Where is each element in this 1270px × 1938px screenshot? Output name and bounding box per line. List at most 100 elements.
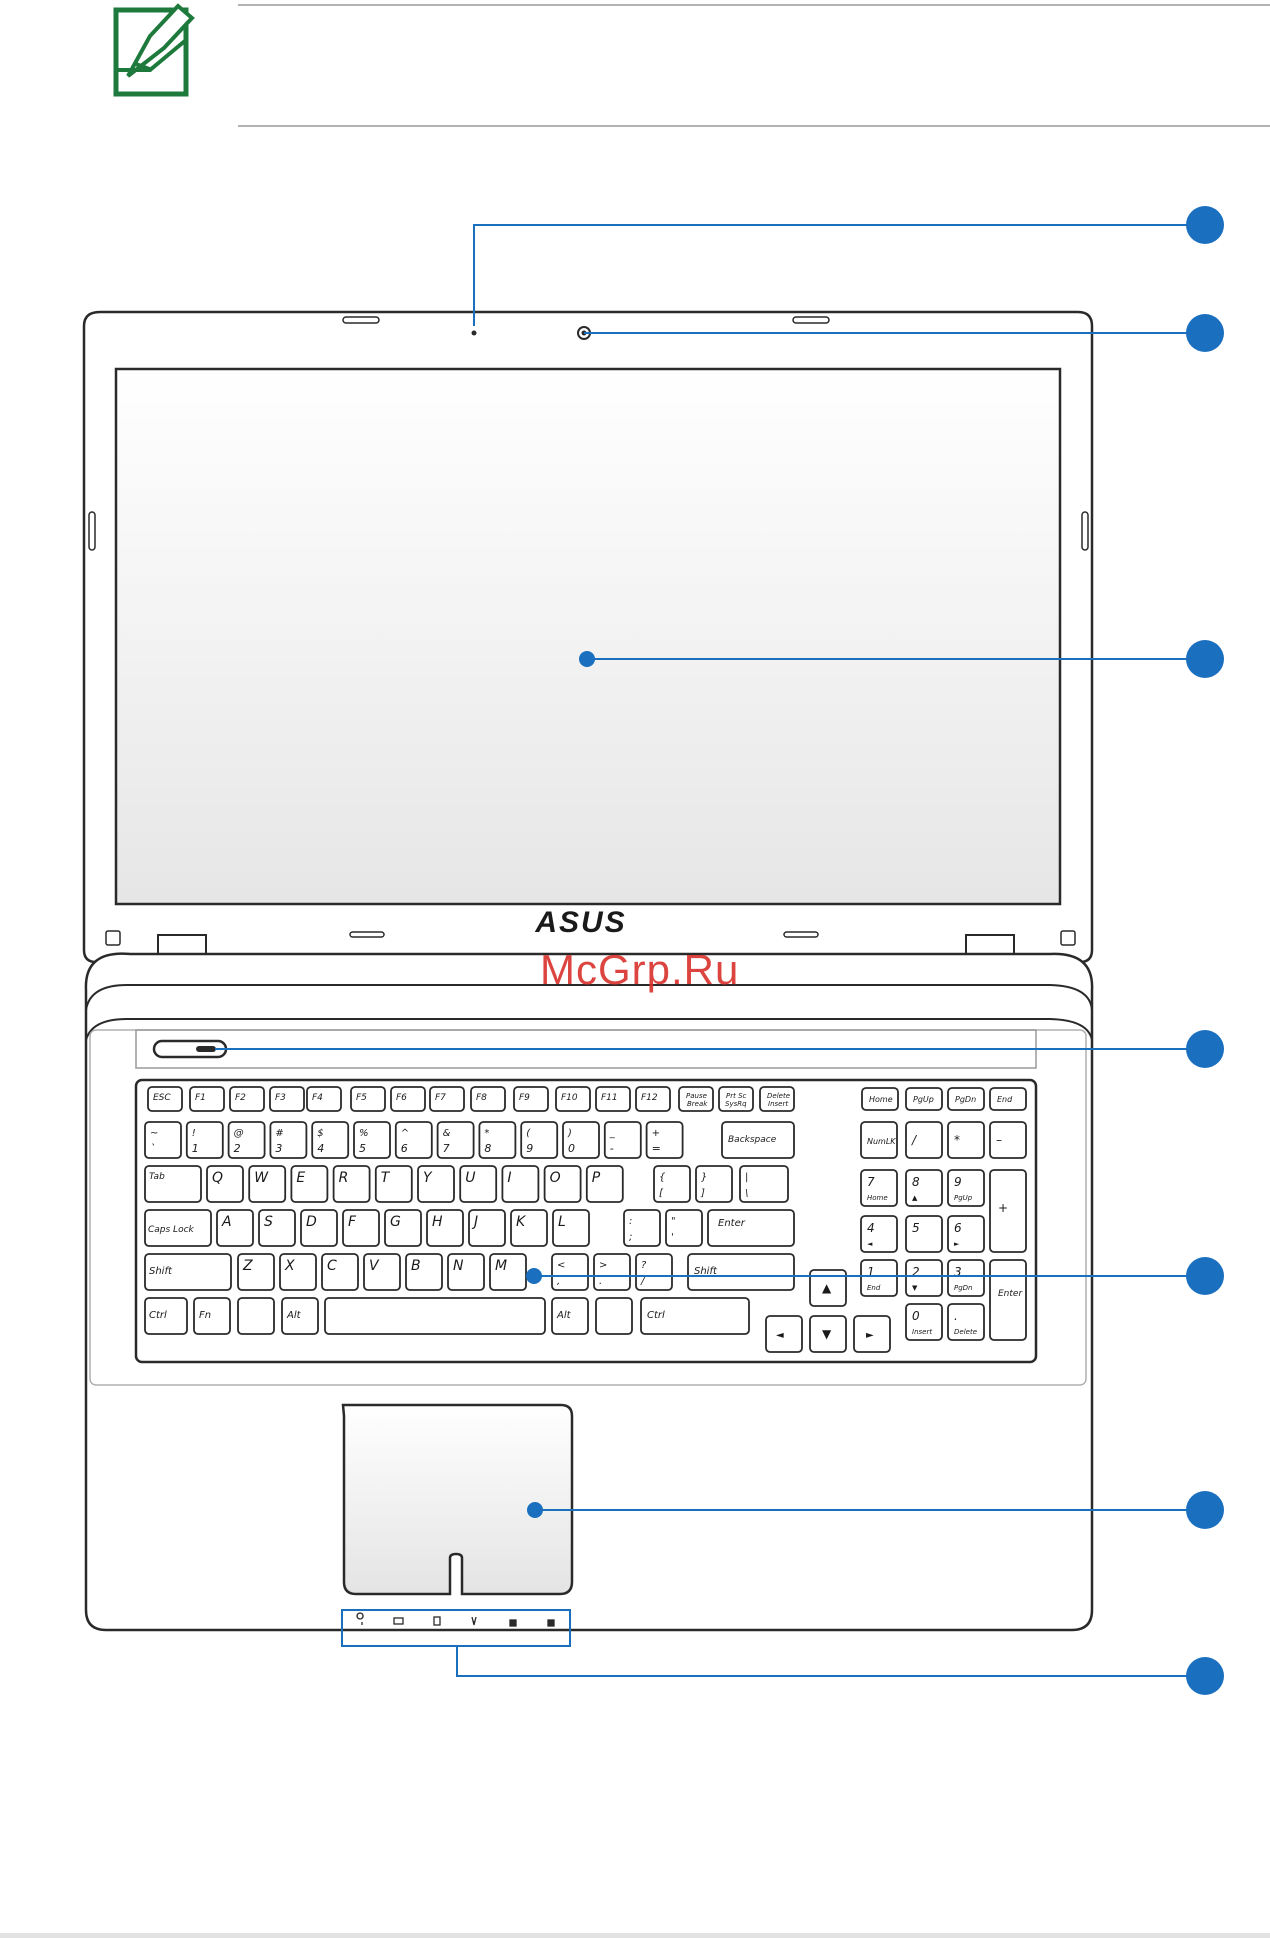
key-f8[interactable]: F8	[470, 1086, 506, 1112]
key-f5[interactable]: F5	[350, 1086, 386, 1112]
key-windows[interactable]	[237, 1297, 275, 1335]
key-shift-right[interactable]: Shift	[687, 1253, 795, 1291]
key-punct-1[interactable]: "'	[665, 1209, 703, 1247]
key-tab[interactable]: Tab	[144, 1165, 202, 1203]
key-f[interactable]: F	[342, 1209, 380, 1247]
key-punct-z-1[interactable]: >.	[593, 1253, 631, 1291]
key-number-10[interactable]: )0	[562, 1121, 600, 1159]
key-u[interactable]: U	[459, 1165, 498, 1203]
key-enter[interactable]: Enter	[707, 1209, 795, 1247]
key-f10[interactable]: F10	[555, 1086, 591, 1112]
key-number-3[interactable]: #3	[269, 1121, 308, 1159]
key-f3[interactable]: F3	[269, 1086, 305, 1112]
key-shift-left[interactable]: Shift	[144, 1253, 232, 1291]
key-number-1[interactable]: !1	[185, 1121, 224, 1159]
key-f4[interactable]: F4	[306, 1086, 342, 1112]
key-i[interactable]: I	[501, 1165, 540, 1203]
key-arrow-up[interactable]: ▲	[809, 1269, 847, 1307]
key-number-0[interactable]: ~`	[144, 1121, 182, 1159]
key-pgup[interactable]: PgUp	[905, 1087, 943, 1111]
key-c[interactable]: C	[321, 1253, 359, 1291]
key-menu[interactable]	[595, 1297, 633, 1335]
key-f11[interactable]: F11	[595, 1086, 631, 1112]
key-b[interactable]: B	[405, 1253, 443, 1291]
key-number-8[interactable]: *8	[478, 1121, 517, 1159]
key-f2[interactable]: F2	[229, 1086, 265, 1112]
key-caps-lock[interactable]: Caps Lock	[144, 1209, 212, 1247]
key-d[interactable]: D	[300, 1209, 338, 1247]
key-number-6[interactable]: ^6	[394, 1121, 433, 1159]
key-m[interactable]: M	[489, 1253, 527, 1291]
key-fn[interactable]: Fn	[193, 1297, 231, 1335]
key-punct-z-0[interactable]: <,	[551, 1253, 589, 1291]
key-numpad-top-2[interactable]: *	[947, 1121, 985, 1159]
key-number-12[interactable]: +=	[645, 1121, 684, 1159]
key-numpad-enter[interactable]: Enter	[989, 1259, 1027, 1341]
key-ctrl-left[interactable]: Ctrl	[144, 1297, 188, 1335]
key-alt-right[interactable]: Alt	[551, 1297, 589, 1335]
key-number-5[interactable]: %5	[353, 1121, 391, 1159]
key-g[interactable]: G	[384, 1209, 422, 1247]
key-bracket-1[interactable]: }]	[695, 1165, 733, 1203]
key-arrow-left[interactable]: ◄	[765, 1315, 803, 1353]
key-n[interactable]: N	[447, 1253, 485, 1291]
key-numpad-dot[interactable]: .Delete	[947, 1303, 985, 1341]
key-bracket-2[interactable]: |\	[739, 1165, 789, 1203]
key-space[interactable]	[324, 1297, 546, 1335]
key-ctrl-right[interactable]: Ctrl	[640, 1297, 750, 1335]
key-number-9[interactable]: (9	[520, 1121, 559, 1159]
key-numpad-top-3[interactable]: –	[989, 1121, 1027, 1159]
key-number-4[interactable]: $4	[311, 1121, 350, 1159]
key-number-7[interactable]: &7	[436, 1121, 475, 1159]
key-numpad-2[interactable]: 2▼	[905, 1259, 943, 1297]
key-arrow-down[interactable]: ▼	[809, 1315, 847, 1353]
key-numpad-8[interactable]: 8▲	[905, 1169, 943, 1207]
key-punct-0[interactable]: :;	[623, 1209, 661, 1247]
key-numpad-plus[interactable]: +	[989, 1169, 1027, 1253]
key-f1[interactable]: F1	[189, 1086, 225, 1112]
key-z[interactable]: Z	[237, 1253, 275, 1291]
key-v[interactable]: V	[363, 1253, 401, 1291]
key-home[interactable]: Home	[861, 1087, 899, 1111]
touchpad[interactable]	[341, 1403, 574, 1596]
key-w[interactable]: W	[248, 1165, 287, 1203]
key-s[interactable]: S	[258, 1209, 296, 1247]
key-x[interactable]: X	[279, 1253, 317, 1291]
key-t[interactable]: T	[374, 1165, 413, 1203]
key-j[interactable]: J	[468, 1209, 506, 1247]
key-numpad-6[interactable]: 6►	[947, 1215, 985, 1253]
key-f9[interactable]: F9	[513, 1086, 549, 1112]
key-q[interactable]: Q	[206, 1165, 244, 1203]
key-h[interactable]: H	[426, 1209, 464, 1247]
key-f6[interactable]: F6	[390, 1086, 426, 1112]
key-esc[interactable]: ESC	[147, 1086, 183, 1112]
key-punct-z-2[interactable]: ?/	[635, 1253, 673, 1291]
key-numpad-4[interactable]: 4◄	[860, 1215, 898, 1253]
key-o[interactable]: O	[543, 1165, 582, 1203]
key-bracket-0[interactable]: {[	[653, 1165, 691, 1203]
key-a[interactable]: A	[216, 1209, 254, 1247]
key-pgdn[interactable]: PgDn	[947, 1087, 985, 1111]
key-l[interactable]: L	[552, 1209, 590, 1247]
key-numpad-5[interactable]: 5	[905, 1215, 943, 1253]
key-y[interactable]: Y	[417, 1165, 455, 1203]
key-alt-left[interactable]: Alt	[281, 1297, 319, 1335]
key-r[interactable]: R	[332, 1165, 371, 1203]
key-number-2[interactable]: @2	[227, 1121, 266, 1159]
key-e[interactable]: E	[290, 1165, 329, 1203]
key-k[interactable]: K	[510, 1209, 548, 1247]
key-end[interactable]: End	[989, 1087, 1027, 1111]
key-numpad-top-1[interactable]: /	[905, 1121, 943, 1159]
key-number-11[interactable]: _-	[603, 1121, 642, 1159]
key-p[interactable]: P	[585, 1165, 624, 1203]
key-backspace[interactable]: Backspace	[721, 1121, 795, 1159]
key-f12[interactable]: F12	[635, 1086, 671, 1112]
